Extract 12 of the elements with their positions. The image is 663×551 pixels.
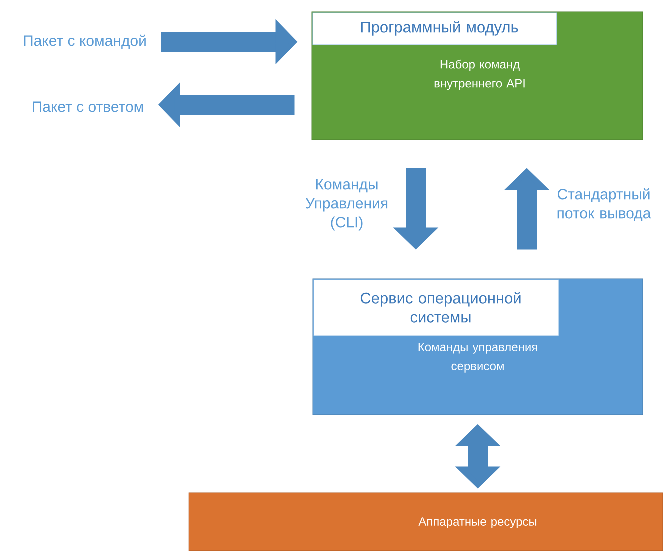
service-box [312, 278, 644, 416]
edge-label: Стандартный поток вывода [558, 188, 652, 222]
label-text: Пакет с командой [24, 34, 146, 50]
module-box [312, 12, 644, 140]
label-text: Пакет с ответом [33, 102, 144, 112]
body-text: Команды управления сервисом [418, 343, 538, 373]
hardware-bar [188, 492, 663, 551]
edge-label: Команды Управления (CLI) [306, 179, 388, 231]
header-box: Программный модуль [312, 12, 558, 46]
header-box: Сервис операционной системы [314, 280, 560, 336]
body-text: Аппаратные ресурсы [418, 518, 537, 528]
body-text: Набор команд внутреннего API [434, 60, 525, 90]
